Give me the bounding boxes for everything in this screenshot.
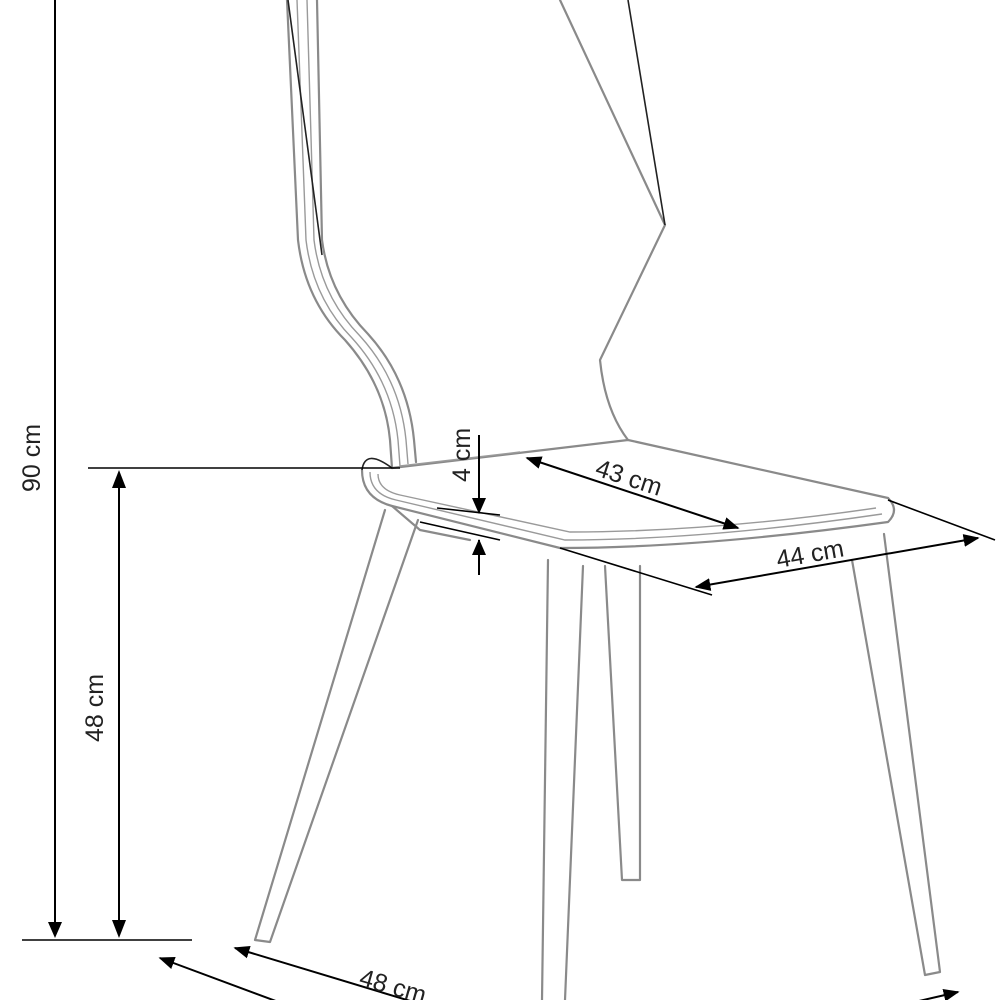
label-total-height: 90 cm (18, 424, 46, 492)
dimension-seat-height (88, 467, 400, 938)
dimension-total-height (22, 0, 192, 941)
label-seat-height: 48 cm (81, 674, 109, 742)
dimension-seat-depth (525, 456, 740, 530)
dimension-seat-thickness (419, 435, 501, 575)
label-overall-depth: 48 cm (356, 964, 429, 1000)
dimension-seat-width (559, 499, 996, 596)
chair-legs (253, 508, 942, 1000)
label-seat-depth: 43 cm (592, 454, 665, 502)
dimension-overall-depth (158, 946, 960, 1000)
chair-seat (360, 438, 896, 550)
chair-backrest (285, 0, 667, 470)
label-seat-width: 44 cm (774, 535, 846, 574)
label-seat-thickness: 4 cm (448, 428, 476, 482)
